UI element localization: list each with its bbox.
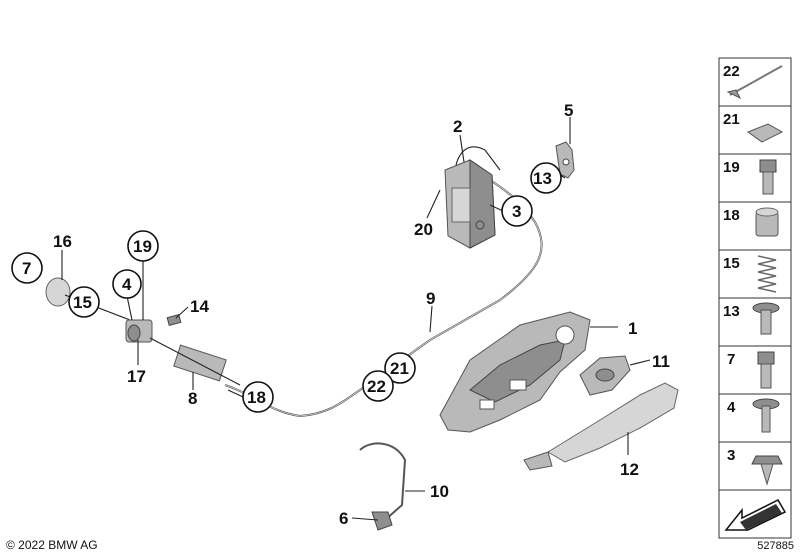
lower-cable xyxy=(359,442,407,531)
callout-2: 2 xyxy=(453,117,462,136)
callout-4: 4 xyxy=(122,275,132,294)
callout-17: 17 xyxy=(127,367,146,386)
callout-21: 21 xyxy=(390,359,409,378)
side-item-22: 22 xyxy=(723,63,740,80)
callout-8: 8 xyxy=(188,389,197,408)
cover-cap xyxy=(579,355,631,396)
callout-9: 9 xyxy=(426,289,435,308)
door-lock-actuator xyxy=(444,146,501,249)
callout-22: 22 xyxy=(367,377,386,396)
callout-3-circle xyxy=(501,195,533,227)
arrow-icon xyxy=(724,499,787,531)
callout-7-circle xyxy=(11,252,43,284)
side-item-15: 15 xyxy=(723,255,740,272)
side-item-7: 7 xyxy=(727,351,735,368)
outer-door-handle xyxy=(523,382,679,471)
callout-20: 20 xyxy=(414,220,433,239)
callout-6: 6 xyxy=(339,509,348,528)
callout-3: 3 xyxy=(512,202,521,221)
copyright-text: © 2022 BMW AG xyxy=(6,538,98,552)
side-parts-panel: 22 21 19 18 15 13 7 4 3 xyxy=(718,57,792,539)
side-item-4: 4 xyxy=(727,399,736,416)
callout-22-circle xyxy=(362,370,394,402)
callout-7: 7 xyxy=(22,259,31,278)
side-item-3: 3 xyxy=(727,447,735,464)
callout-16: 16 xyxy=(53,232,72,251)
leader-lines xyxy=(61,117,651,521)
callout-13-circle xyxy=(530,162,562,194)
side-item-18: 18 xyxy=(723,207,740,224)
callout-15-circle xyxy=(68,286,100,318)
callout-5: 5 xyxy=(564,101,573,120)
side-item-19: 19 xyxy=(723,159,740,176)
callout-4-circle xyxy=(112,269,142,299)
callout-19-circle xyxy=(127,230,159,262)
callout-18-circle xyxy=(242,381,274,413)
callout-11: 11 xyxy=(652,352,670,371)
callout-15: 15 xyxy=(73,293,92,312)
callout-21-circle xyxy=(384,352,416,384)
callout-19: 19 xyxy=(133,237,152,256)
diagram-number: 527885 xyxy=(757,540,794,552)
callout-14: 14 xyxy=(190,297,209,316)
side-item-21: 21 xyxy=(723,111,740,128)
door-handle-carrier xyxy=(439,311,591,433)
callout-1: 1 xyxy=(628,319,637,338)
callout-10: 10 xyxy=(430,482,449,501)
callout-12: 12 xyxy=(620,460,639,479)
callout-labels: 2 5 13 3 20 9 1 11 21 22 12 10 6 16 7 19… xyxy=(11,101,670,528)
callout-13: 13 xyxy=(533,169,552,188)
mounting-bracket xyxy=(555,141,575,179)
callout-18: 18 xyxy=(247,388,266,407)
side-item-13: 13 xyxy=(723,303,740,320)
